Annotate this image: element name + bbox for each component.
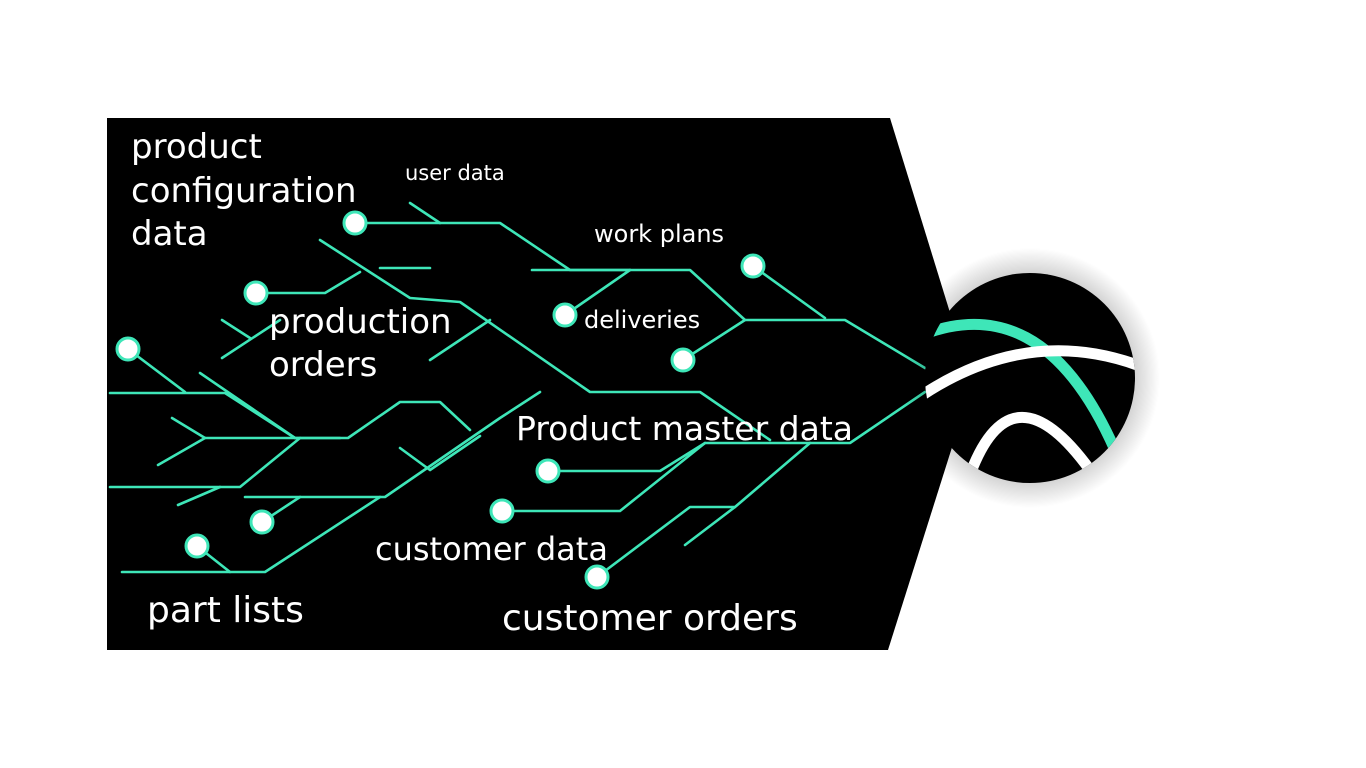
- label-product-configuration-data: product configuration data: [131, 127, 367, 254]
- node-customer-orders: [584, 564, 610, 590]
- trace-work-plans: [751, 264, 827, 320]
- label-production-orders: production orders: [269, 302, 462, 385]
- node-production: [243, 280, 269, 306]
- label-work-plans: work plans: [594, 220, 724, 248]
- node-mid: [249, 509, 275, 535]
- label-product-master-data: Product master data: [516, 409, 853, 448]
- diagram-panel: [107, 118, 972, 650]
- trace-customer-orders: [595, 441, 812, 579]
- node-part-lists: [184, 533, 210, 559]
- node-left: [115, 336, 141, 362]
- node-work-plans: [740, 253, 766, 279]
- label-part-lists: part lists: [147, 590, 304, 631]
- trace-deliveries: [563, 268, 632, 317]
- trace-production: [254, 270, 362, 295]
- node-customer-data-upper: [535, 458, 561, 484]
- globe-hub-icon: [900, 248, 1160, 508]
- node-user-data: [342, 210, 368, 236]
- connection-nodes: [115, 210, 766, 590]
- node-deliveries-lower: [670, 347, 696, 373]
- label-customer-orders: customer orders: [502, 598, 798, 639]
- node-deliveries: [552, 302, 578, 328]
- label-customer-data: customer data: [375, 530, 608, 568]
- node-customer-data: [489, 498, 515, 524]
- label-deliveries: deliveries: [584, 306, 700, 334]
- trace-master-data: [243, 390, 542, 499]
- label-user-data: user data: [405, 161, 505, 185]
